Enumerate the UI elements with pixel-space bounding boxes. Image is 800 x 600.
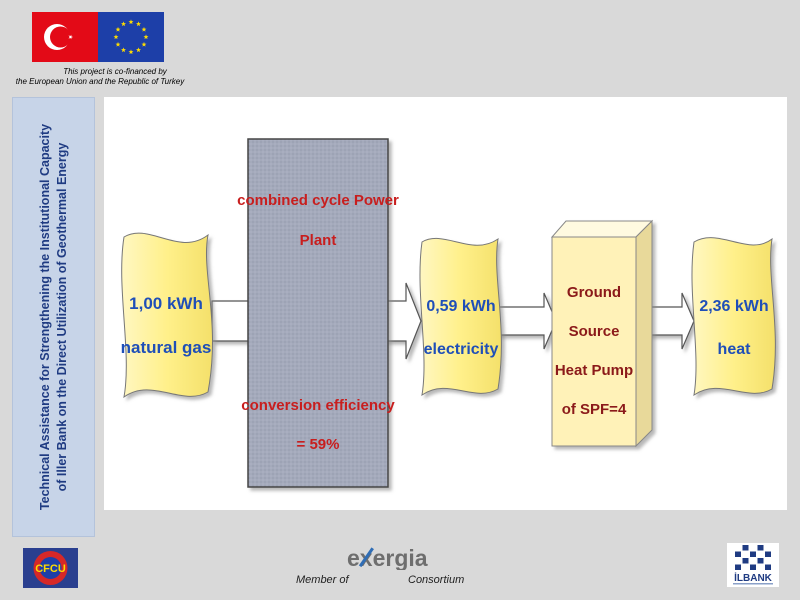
eu-star-icon — [115, 26, 121, 32]
electricity-label: electricity — [424, 341, 499, 358]
plant-title-line-2: Plant — [300, 232, 337, 249]
ilbank-grid-cell — [750, 551, 756, 557]
cfcu-logo-text: CFCU — [35, 563, 66, 575]
cofinance-line-2: the European Union and the Republic of T… — [15, 77, 185, 86]
ilbank-logo-icon: İLBANK — [727, 543, 779, 587]
natural-gas-amount: 1,00 kWh — [129, 294, 203, 313]
eu-star-icon — [128, 49, 134, 55]
eu-star-icon — [113, 34, 119, 40]
ilbank-grid-cell — [765, 564, 771, 570]
consortium-label: Consortium — [408, 574, 465, 586]
sidebar-title-line-1: Technical Assistance for Strengthening t… — [37, 123, 52, 511]
member-of-label: Member of — [296, 574, 349, 586]
ilbank-grid-cell — [735, 551, 741, 557]
electricity-amount: 0,59 kWh — [426, 298, 495, 315]
eu-star-icon — [141, 41, 147, 47]
ilbank-grid-cell — [757, 545, 764, 551]
ilbank-grid-cell — [757, 558, 764, 564]
eu-star-icon — [141, 26, 147, 32]
eu-star-icon — [143, 34, 149, 40]
ilbank-grid-cell — [742, 545, 749, 551]
ilbank-grid-cell — [742, 558, 749, 564]
eu-star-icon — [128, 19, 134, 25]
cofinance-line-1: This project is co-financed by — [63, 67, 167, 76]
ilbank-grid-cell — [765, 551, 771, 557]
ilbank-logo-text: İLBANK — [734, 571, 773, 584]
heat-pump-line-3: Heat Pump — [555, 362, 633, 379]
ilbank-grid-cell — [735, 564, 741, 570]
eu-star-icon — [136, 21, 141, 27]
eu-star-icon — [121, 47, 126, 53]
exergia-logo-icon: exergia — [347, 545, 428, 570]
diagram-panel: 1,00 kWh natural gas combined cycle Powe… — [104, 97, 787, 510]
heat-pump-line-2: Source — [569, 323, 620, 340]
sidebar-title: Technical Assistance for Strengthening t… — [37, 102, 71, 532]
plant-efficiency-value: = 59% — [297, 436, 340, 453]
eu-star-icon — [115, 41, 121, 47]
ilbank-grid-cell — [750, 564, 756, 570]
heat-pump-line-4: of SPF=4 — [562, 401, 627, 418]
exergia-logo-text: exergia — [347, 545, 428, 570]
cfcu-logo-icon: CFCU — [23, 548, 78, 588]
plant-title-line-1: combined cycle Power — [237, 192, 399, 209]
sidebar-title-line-2: of Iller Bank on the Direct Utilization … — [54, 142, 69, 492]
eu-flag-icon — [98, 12, 164, 62]
eu-star-icon — [136, 47, 141, 53]
heat-amount: 2,36 kWh — [699, 298, 768, 315]
heat-pump-line-1: Ground — [567, 284, 621, 301]
natural-gas-box — [121, 232, 213, 399]
natural-gas-label: natural gas — [121, 338, 212, 357]
plant-efficiency-label: conversion efficiency — [241, 397, 395, 414]
heat-box — [691, 237, 776, 397]
power-plant-box — [247, 138, 389, 488]
electricity-box — [419, 237, 502, 397]
eu-star-icon — [121, 21, 126, 27]
heat-label: heat — [718, 341, 752, 358]
heat-pump-box — [550, 219, 654, 448]
sidebar-title-panel: Technical Assistance for Strengthening t… — [12, 97, 95, 537]
turkey-flag-icon — [32, 12, 98, 62]
energy-flow-diagram: 1,00 kWh natural gas combined cycle Powe… — [121, 138, 776, 488]
